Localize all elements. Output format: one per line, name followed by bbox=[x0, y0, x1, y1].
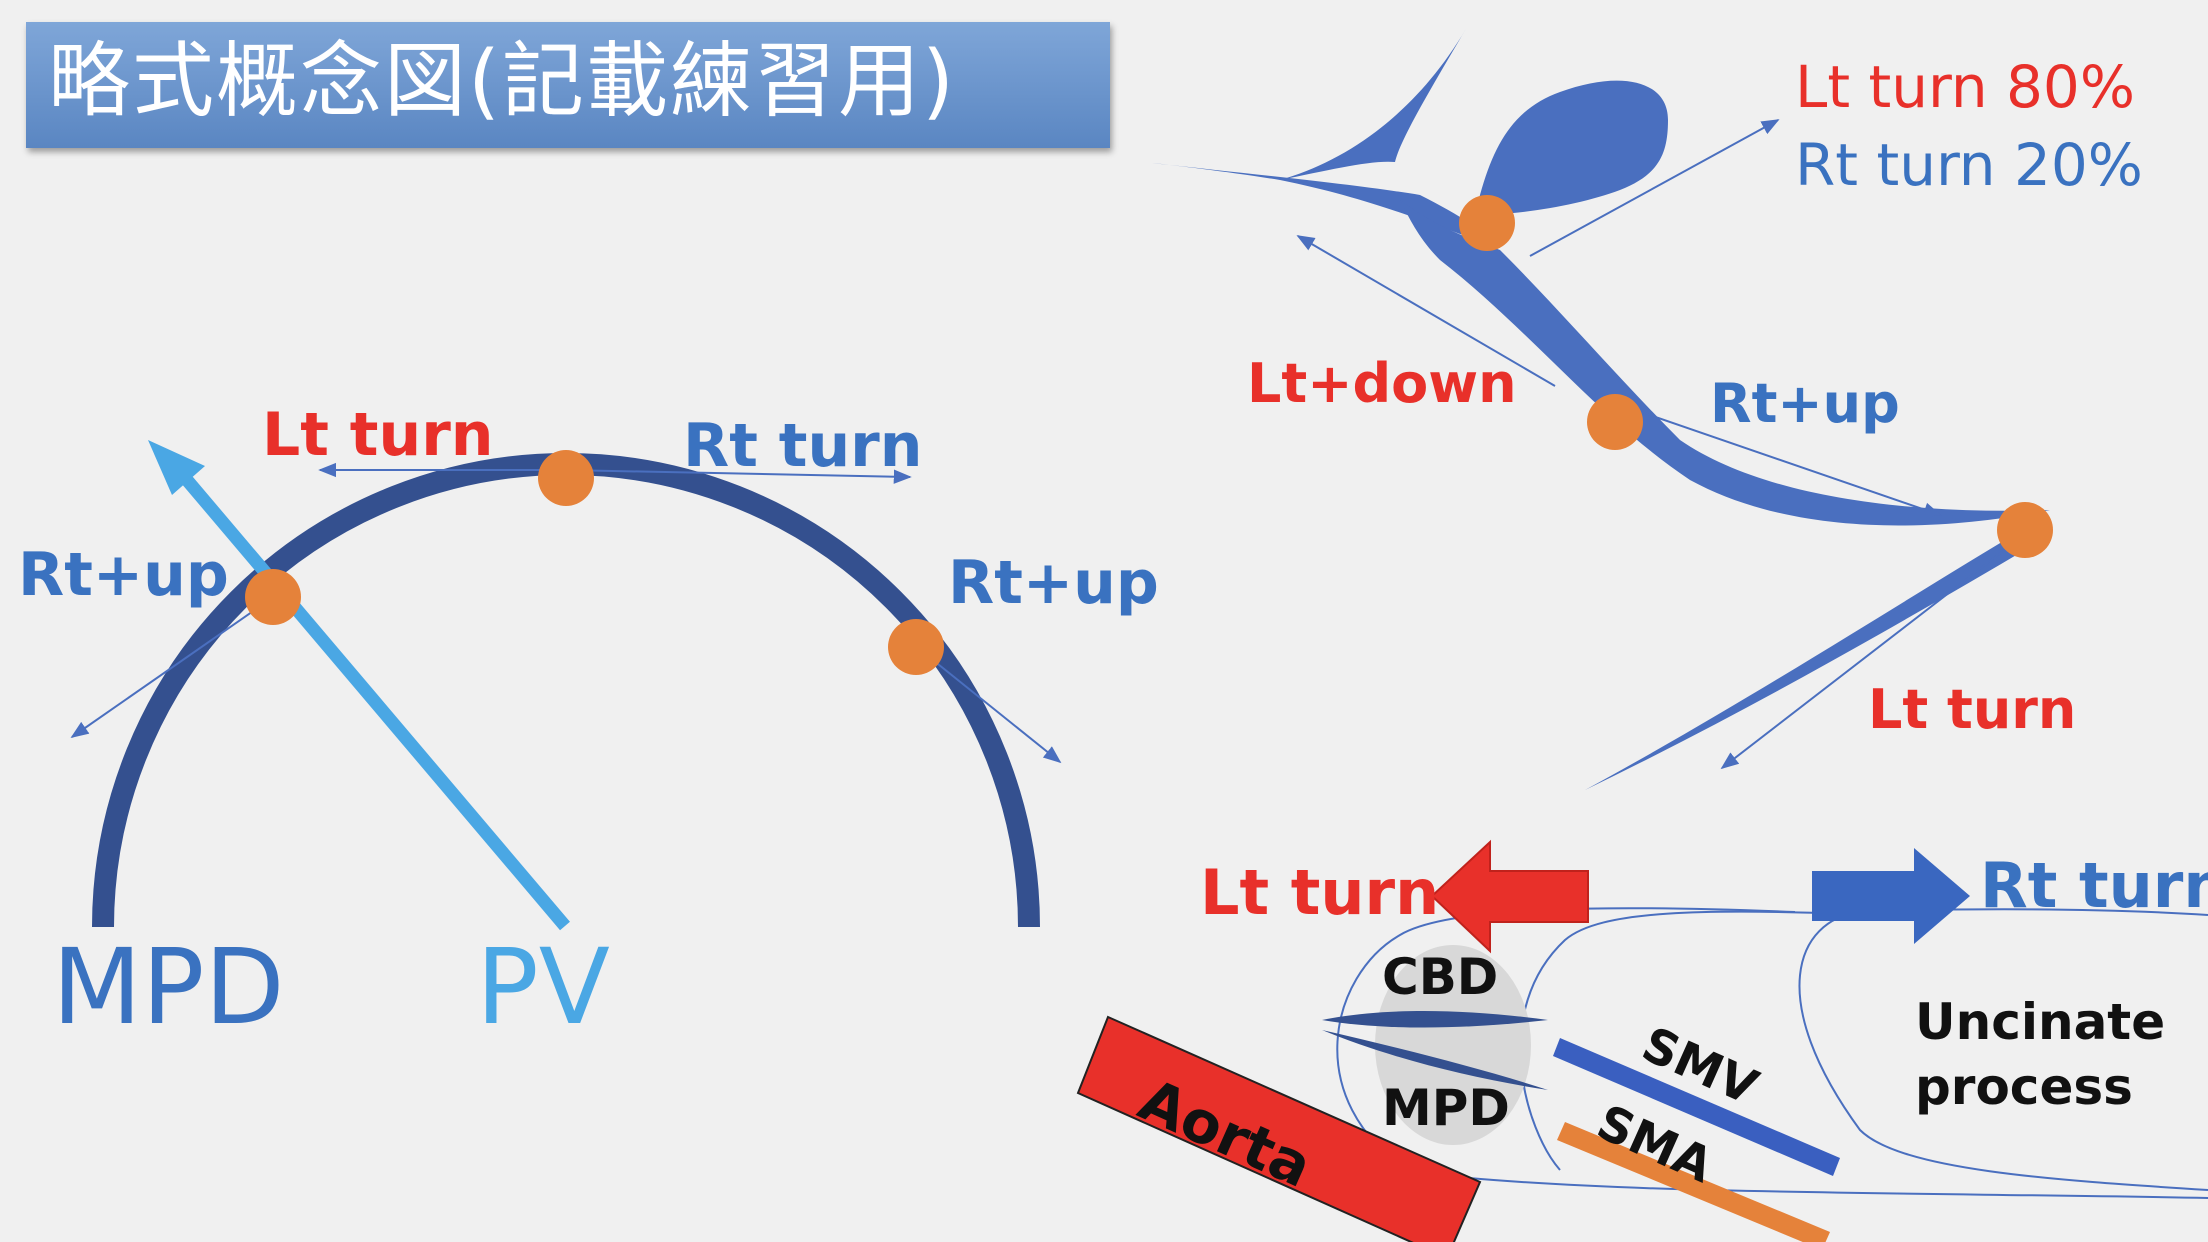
cbd-lens bbox=[1322, 1011, 1548, 1028]
rt-up-label: Rt+up bbox=[1710, 372, 1900, 435]
rt-turn-20-label: Rt turn 20% bbox=[1795, 131, 2143, 199]
duct-branch-top bbox=[1280, 22, 1470, 180]
left-diagram bbox=[70, 440, 1062, 931]
tangent-arrow-right bbox=[917, 647, 1062, 764]
title-banner: 略式概念図(記載練習用) bbox=[26, 22, 1110, 148]
mpd-lens bbox=[1322, 1030, 1548, 1090]
dot-top bbox=[538, 450, 594, 506]
arrow-lt-down bbox=[1296, 235, 1556, 387]
dot-lower bbox=[1997, 502, 2053, 558]
left-rt-turn-label: Rt turn bbox=[683, 411, 923, 481]
cystic-blob bbox=[1475, 80, 1668, 216]
upper-lt-turn-label: Lt turn bbox=[1868, 678, 2077, 741]
pv-arrowhead bbox=[148, 440, 205, 495]
pancreas-outline bbox=[1798, 908, 2208, 1191]
arrow-lt-turn bbox=[1720, 537, 2021, 770]
lt-turn-arrow-shape bbox=[1430, 839, 1589, 954]
head-outline bbox=[1519, 910, 1881, 1171]
lower-mpd-label: MPD bbox=[1382, 1079, 1510, 1137]
main-duct-lower bbox=[1585, 525, 2050, 790]
tangent-arrow-top-right bbox=[564, 469, 912, 484]
dot-right bbox=[888, 619, 944, 675]
left-rt-up-label-left: Rt+up bbox=[18, 540, 229, 610]
dot-middle bbox=[1587, 394, 1643, 450]
rt-turn-arrow-shape bbox=[1812, 848, 1970, 944]
mpd-label: MPD bbox=[52, 926, 285, 1048]
dot-left bbox=[245, 569, 301, 625]
upper-right-diagram bbox=[1152, 22, 2053, 790]
dot-upper bbox=[1459, 195, 1515, 251]
lower-right-diagram bbox=[1076, 839, 2208, 1242]
left-rt-up-label-right: Rt+up bbox=[948, 548, 1159, 618]
sma-bar bbox=[1557, 1122, 1830, 1242]
cbd-label: CBD bbox=[1382, 948, 1499, 1006]
duct-upper-branch bbox=[1152, 163, 1500, 248]
lt-down-label: Lt+down bbox=[1247, 352, 1517, 415]
arrow-lt-turn-80 bbox=[1529, 119, 1780, 257]
lt-turn-80-label: Lt turn 80% bbox=[1795, 53, 2135, 121]
left-lt-turn-label: Lt turn bbox=[262, 400, 494, 470]
arrow-rt-up bbox=[1614, 402, 1942, 517]
smv-bar bbox=[1553, 1038, 1840, 1176]
lower-lt-turn-label: Lt turn bbox=[1200, 856, 1440, 929]
pv-line bbox=[165, 455, 570, 931]
slide-title: 略式概念図(記載練習用) bbox=[48, 34, 956, 129]
uncinate-process-label: Uncinate process bbox=[1915, 993, 2166, 1116]
mpd-arc bbox=[92, 453, 1040, 928]
tangent-arrow-left bbox=[70, 597, 273, 739]
pv-label: PV bbox=[476, 926, 610, 1048]
duct-cross-section bbox=[1375, 945, 1531, 1145]
aorta-bar bbox=[1076, 1015, 1482, 1242]
lower-rt-turn-label: Rt turn bbox=[1980, 849, 2208, 922]
